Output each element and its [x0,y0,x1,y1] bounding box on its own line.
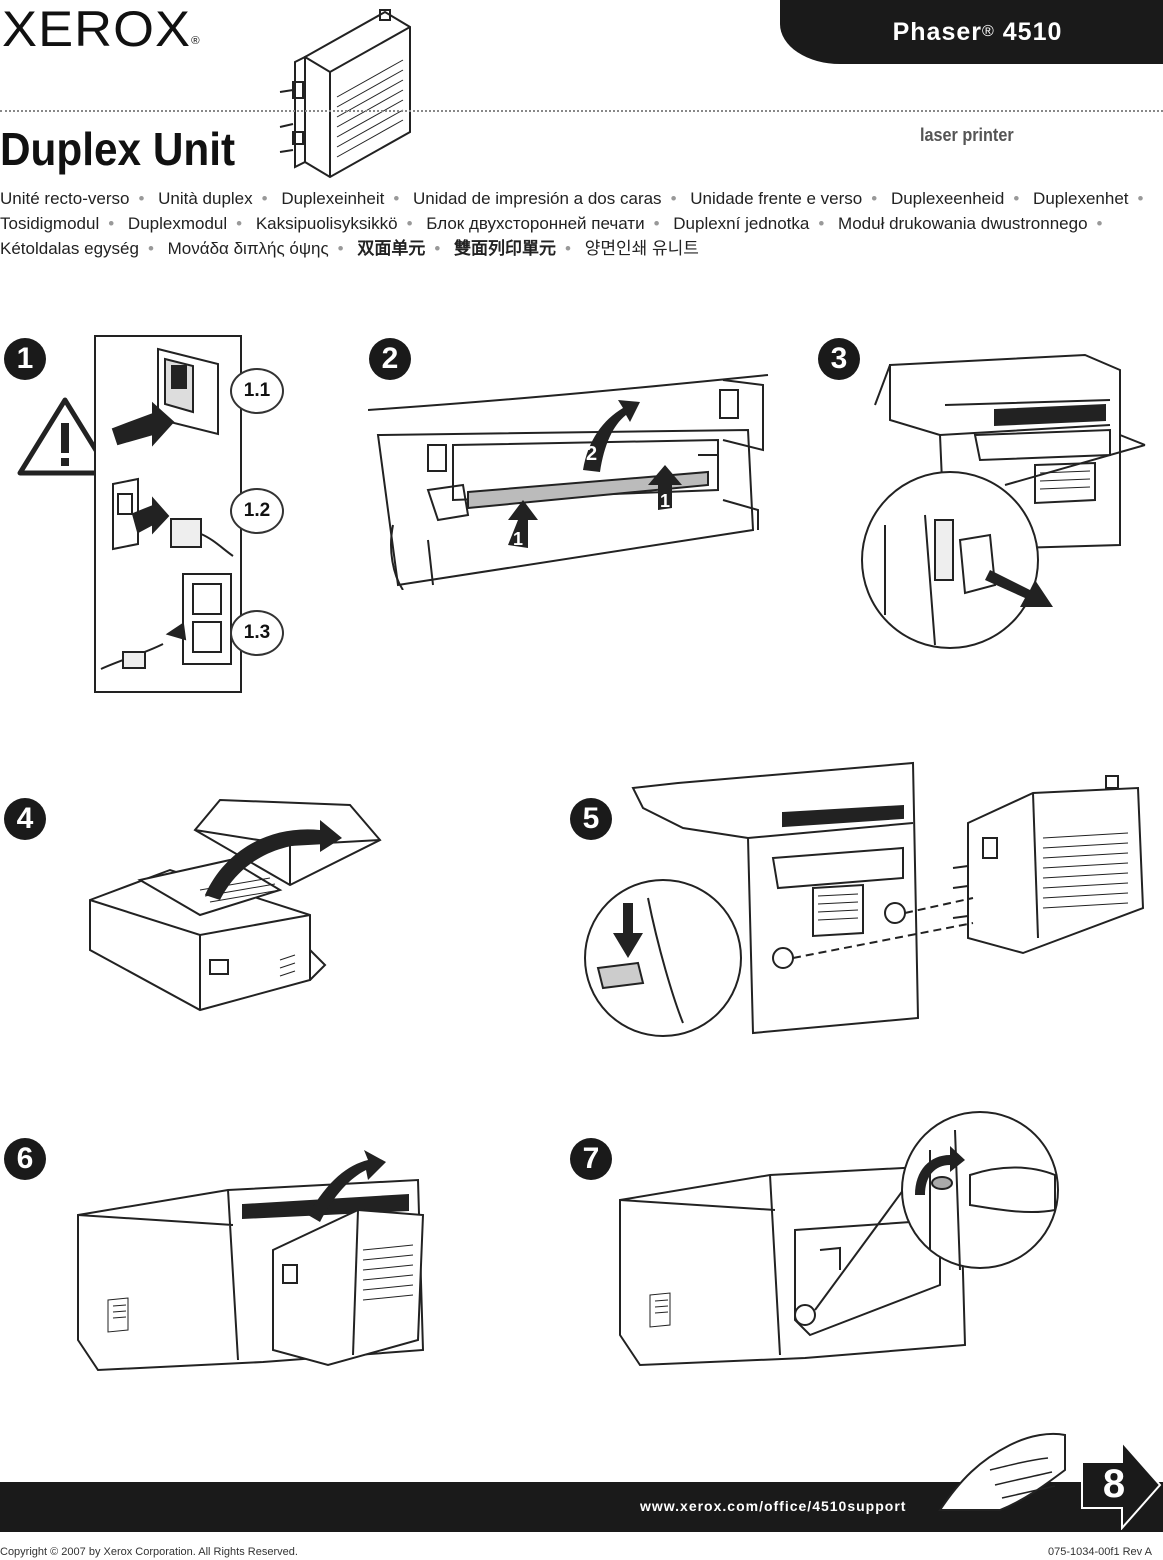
model-name: Phaser [892,17,982,46]
translation-item: Kétoldalas egység [0,239,139,258]
translations-list: Unité recto-verso• Unità duplex• Duplexe… [0,189,1144,258]
translation-item: Unité recto-verso [0,189,130,208]
xerox-logo: XEROX® [2,1,201,57]
step-1-3-label: 1.3 [230,610,284,656]
step-6-number: 6 [4,1138,46,1180]
step-1-2-label: 1.2 [230,488,284,534]
support-url[interactable]: www.xerox.com/office/4510support [640,1498,907,1514]
translation-item: Unidade frente e verso [690,189,863,208]
step-5-number: 5 [570,798,612,840]
translation-item: Kaksipuolisyksikkö [255,214,398,233]
step-3-number: 3 [818,338,860,380]
header-divider [0,110,1163,112]
next-page-number[interactable]: 8 [1102,1462,1126,1506]
warning-icon [17,397,113,476]
page-turn-hand-illustration [938,1432,1066,1511]
step-7-illustration [619,1111,1059,1367]
translation-item: Duplexmodul [127,214,228,233]
translation-item: Duplexeenheid [890,189,1005,208]
model-number: 4510 [1002,17,1063,46]
translation-item: Unidad de impresión a dos caras [413,189,662,208]
step-2-marker-2: 2 [586,443,597,465]
step-2-marker-1a: 1 [513,529,523,549]
translation-item: 双面单元 [357,239,426,258]
duplex-unit-header-illustration [279,9,411,179]
model-badge: Phaser®4510 [780,0,1163,64]
step-4-number: 4 [4,798,46,840]
step-1-1-label: 1.1 [230,368,284,414]
step-2-marker-1b: 1 [660,491,670,511]
translation-item: Duplexenhet [1033,189,1129,208]
step-4-illustration [89,798,382,1012]
step-3-illustration [861,353,1146,649]
step-5-illustration [584,761,1145,1037]
step-6-illustration [77,1150,425,1372]
translation-item: 양면인쇄 유니트 [584,239,699,258]
translation-item: Блок двухсторонней печати [426,214,645,233]
page-title: Duplex Unit [0,123,236,175]
step-1-number: 1 [4,338,46,380]
step-2-number: 2 [369,338,411,380]
translation-item: 雙面列印單元 [454,239,557,258]
translation-item: Duplexeinheit [281,189,385,208]
step-1-illustration [94,335,242,693]
translation-item: Tosidigmodul [0,214,100,233]
next-page-arrow-icon[interactable] [1080,1440,1162,1530]
page-subtitle: laser printer [920,125,1014,145]
translation-item: Duplexní jednotka [673,214,810,233]
translation-item: Μονάδα διπλής όψης [167,239,329,258]
translation-item: Unità duplex [158,189,253,208]
step-7-number: 7 [570,1138,612,1180]
translation-item: Moduł drukowania dwustronnego [838,214,1088,233]
copyright-text: Copyright © 2007 by Xerox Corporation. A… [0,1546,298,1558]
step-2-illustration: 1 1 2 [368,374,769,590]
document-number: 075-1034-00f1 Rev A [1048,1546,1152,1558]
